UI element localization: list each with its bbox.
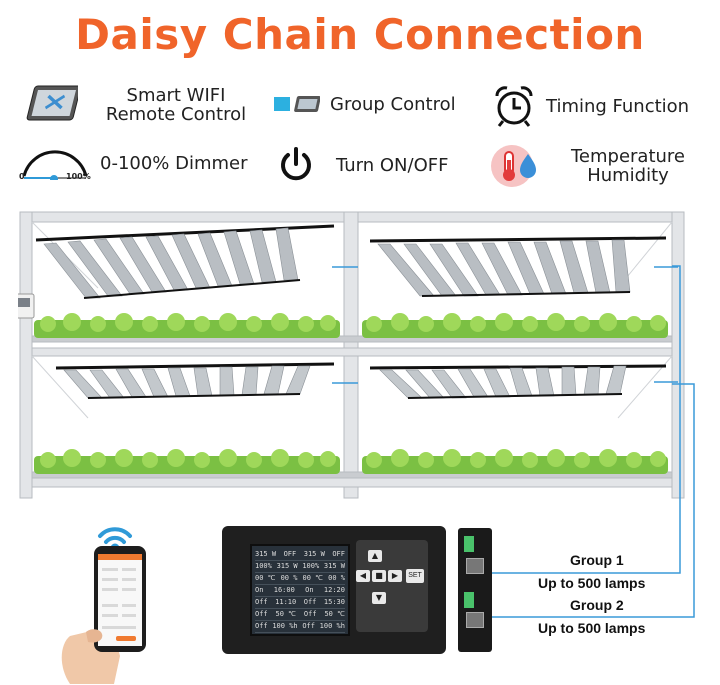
controller-screen-cell: OFF [283, 550, 297, 558]
feature-wifi: Smart WIFI Remote Control [22, 82, 256, 128]
feature-dimmer-label: 0-100% Dimmer [100, 152, 248, 174]
controller-screen-cell: 50 ℃ [275, 610, 297, 618]
terminal-green-2 [464, 592, 474, 608]
led-light-bar-lower-left [55, 362, 335, 399]
rack-middle-beam [31, 347, 673, 357]
led-light-bar-upper-left [35, 224, 335, 299]
controller-screen-cell: Off [255, 598, 268, 606]
feature-temp: Temperature Humidity [490, 144, 698, 188]
controller-screen-cell: 12:20 [323, 586, 345, 594]
group-control-icon [274, 96, 320, 112]
rj45-port-1 [466, 558, 484, 574]
set-button[interactable]: SET [406, 569, 424, 583]
down-button[interactable]: ▼ [372, 592, 386, 604]
controller-screen-row: 315 W OFF 315 W OFF [255, 549, 345, 561]
power-icon [281, 147, 311, 181]
page-title: Daisy Chain Connection [75, 10, 645, 59]
led-light-bar-lower-right [369, 364, 667, 399]
tablet-wifi-icon [26, 85, 78, 121]
controller-screen-cell: 00 % [328, 574, 345, 582]
lettuce-tray-upper-left [34, 313, 340, 338]
feature-temp-line2: Humidity [587, 165, 669, 186]
controller-screen-cell: On [255, 586, 264, 594]
controller-screen-cell: Off [255, 610, 268, 618]
feature-temp-line1: Temperature [570, 146, 686, 167]
controller-screen-cell: OFF [332, 550, 345, 558]
controller-screen-row: On 16:00 On 12:20 [255, 585, 345, 597]
junction-box [458, 528, 492, 652]
feature-onoff: Turn ON/OFF [278, 146, 448, 184]
center-button[interactable]: ■ [372, 570, 386, 582]
feature-timing: Timing Function [492, 84, 689, 128]
dimmer-min-label: 0 [19, 172, 25, 181]
feature-wifi-line1: Smart WIFI [126, 85, 226, 106]
controller-screen-row: Off 50 ℃ Off 50 ℃ [255, 609, 345, 621]
led-light-bar-upper-right [369, 236, 667, 297]
thermometer-humidity-icon [491, 145, 536, 187]
controller-screen-row: Off 100 %h Off 100 %h [255, 621, 345, 633]
controller-screen-cell: Off [302, 622, 315, 630]
controller-screen-cell: 315 W [255, 550, 277, 558]
feature-group: Group Control [272, 92, 456, 116]
controller-screen-cell: 16:00 [273, 586, 295, 594]
controller-screen-cell: 315 W [276, 562, 298, 570]
lettuce-tray-upper-right [362, 313, 668, 338]
controller-screen-row: Off 11:10 Off 15:30 [255, 597, 345, 609]
controller-screen-cell: 00 ℃ [302, 574, 324, 582]
feature-wifi-line2: Remote Control [105, 104, 247, 125]
grow-rack-illustration [18, 211, 685, 499]
alarm-clock-icon [495, 86, 533, 127]
controller-screen-cell: 100 %h [319, 622, 345, 630]
up-button[interactable]: ▲ [368, 550, 382, 562]
feature-timing-label: Timing Function [546, 95, 690, 117]
dimmer-max-label: 100% [66, 172, 91, 181]
dimmer-gauge-icon: 0 100% [18, 140, 92, 186]
controller-screen-cell: Off [255, 622, 268, 630]
right-button[interactable]: ▶ [388, 570, 402, 582]
feature-onoff-label: Turn ON/OFF [336, 154, 449, 176]
controller-screen-cell: 00 % [280, 574, 298, 582]
sensor-box [18, 293, 35, 319]
controller-screen-cell: 315 W [303, 550, 325, 558]
lettuce-tray-lower-left [34, 449, 340, 474]
group-2-capacity: Up to 500 lamps [538, 620, 646, 636]
controller-screen-cell: 50 ℃ [324, 610, 345, 618]
controller-screen-cell: 00 ℃ [255, 574, 276, 582]
rj45-port-2 [466, 612, 484, 628]
group-1-capacity: Up to 500 lamps [538, 575, 646, 591]
controller-screen-row: 00 ℃ 00 % 00 ℃ 00 % [255, 573, 345, 585]
terminal-green-1 [464, 536, 474, 552]
group-1-name: Group 1 [570, 552, 624, 568]
controller-screen-cell: 11:10 [275, 598, 297, 606]
controller-screen-cell: 100 %h [272, 622, 298, 630]
controller-screen-cell: On [305, 586, 314, 594]
feature-group-label: Group Control [330, 93, 456, 115]
lettuce-tray-lower-right [362, 449, 668, 474]
controller-keypad: ▲ ◀ ■ ▶ SET ▼ [356, 540, 428, 632]
controller-screen-cell: Off [303, 598, 317, 606]
group-2-name: Group 2 [570, 597, 624, 613]
controller-screen-cell: 100% [302, 562, 320, 570]
controller-screen-cell: 315 W [323, 562, 345, 570]
left-button[interactable]: ◀ [356, 570, 370, 582]
controller-screen-cell: 15:30 [323, 598, 345, 606]
controller-screen-cell: Off [303, 610, 317, 618]
smartphone-in-hand [61, 527, 146, 684]
phone-screen [98, 554, 142, 646]
controller-screen-cell: 100% [255, 562, 272, 570]
feature-dimmer: 0 100% 0-100% Dimmer [18, 140, 248, 186]
